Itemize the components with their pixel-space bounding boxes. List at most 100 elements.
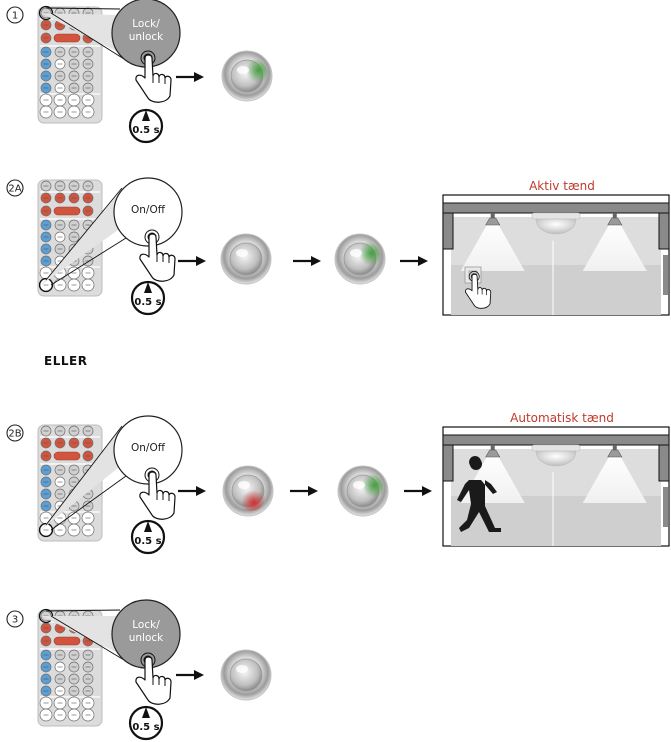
sensor-led-icon-3-0 — [220, 649, 272, 701]
sensor-highlight — [353, 481, 365, 489]
sensor-highlight — [350, 249, 362, 257]
step-marker-1: 1 — [6, 6, 24, 24]
ceiling-lamp-icon — [607, 217, 623, 226]
timer-icon-2a: 0.5 s — [130, 280, 166, 316]
sensor-highlight — [236, 665, 248, 673]
remote-control-icon-1 — [37, 5, 103, 124]
remote-button[interactable] — [53, 451, 81, 461]
step-marker-3: 3 — [6, 610, 24, 628]
hand-finger-lines — [152, 76, 166, 84]
callout-line — [45, 425, 123, 526]
hand-pointer-icon-2a — [139, 229, 176, 282]
remote-control-icon-2a — [37, 179, 103, 297]
sensor-led-red — [237, 483, 265, 511]
sensor-lens — [229, 242, 263, 276]
arrow-head — [194, 670, 204, 680]
remote-control-icon-3 — [37, 608, 103, 727]
timer-text: 0.5 s — [132, 722, 159, 733]
room-pillar-right — [658, 212, 670, 250]
sensor-lens — [229, 658, 263, 692]
callout-wedge — [41, 13, 116, 51]
hand-finger-lines — [152, 678, 166, 686]
hand-finger-lines — [477, 289, 487, 296]
button-label: Lock/ — [132, 619, 160, 631]
room-floor — [451, 264, 661, 315]
magnified-button-2a: On/Off — [41, 177, 183, 286]
sensor-highlight — [236, 249, 248, 257]
magnified-button-1: Lock/unlock — [41, 0, 181, 68]
timer-icon-3: 0.5 s — [128, 705, 164, 741]
step-marker-circle — [6, 610, 24, 628]
arrow-right-icon-2a-1 — [293, 256, 321, 266]
timer-text: 0.5 s — [134, 536, 161, 547]
arrow-head — [196, 256, 206, 266]
arrow-right-icon-2a-2 — [400, 256, 428, 266]
hand-pointer-icon-3 — [135, 652, 172, 705]
magnified-button-circle[interactable] — [113, 177, 183, 247]
room-ceiling — [442, 202, 670, 214]
room-scene-2a: Aktiv tænd — [442, 179, 670, 316]
walking-person-icon — [457, 456, 501, 532]
lamp-cord — [612, 213, 617, 219]
sensor-led-green — [239, 59, 267, 87]
room-ceiling — [442, 434, 670, 446]
timer-text: 0.5 s — [132, 125, 159, 136]
arrow-right-icon-3-0 — [176, 670, 204, 680]
sensor-highlight — [237, 66, 249, 74]
step-marker-circle — [6, 179, 24, 197]
remote-highlight-ring — [38, 277, 54, 293]
magnified-button-circle[interactable] — [113, 415, 183, 485]
room-title: Aktiv tænd — [529, 179, 595, 193]
callout-line — [45, 609, 121, 612]
callout-line — [50, 12, 125, 60]
timer-text: 0.5 s — [134, 297, 161, 308]
step-marker-text: 2B — [8, 429, 21, 440]
lamp-cord — [612, 445, 617, 451]
light-beam — [582, 457, 647, 503]
step-marker-2b: 2B — [6, 424, 24, 442]
arrow-right-icon-2b-2 — [404, 486, 432, 496]
step-marker-text: 2A — [8, 184, 21, 195]
remote-button[interactable] — [53, 636, 81, 646]
sensor-highlight — [238, 481, 250, 489]
ceiling-sensor-dome — [535, 450, 577, 467]
callout-line — [50, 615, 125, 661]
button-label: unlock — [129, 632, 164, 644]
room-pillar-left — [442, 444, 454, 482]
remote-highlight-ring — [38, 522, 54, 538]
arrow-right-icon-2b-0 — [178, 486, 206, 496]
magnified-button-3: Lock/unlock — [41, 599, 181, 669]
step-marker-2a: 2A — [6, 179, 24, 197]
sensor-mount — [531, 444, 581, 452]
arrow-head — [422, 486, 432, 496]
sensor-led-icon-1-0 — [221, 50, 273, 102]
light-beam — [582, 225, 647, 271]
step-marker-text: 1 — [12, 11, 18, 22]
ceiling-lamp-icon — [485, 217, 501, 226]
lamp-cord — [490, 213, 495, 219]
person-head — [470, 458, 482, 470]
remote-highlight-ring — [38, 5, 54, 21]
sensor-led-green — [352, 242, 380, 270]
arrow-head — [194, 72, 204, 82]
room-scene-2b: Automatisk tænd — [442, 411, 670, 547]
light-beam — [460, 225, 525, 271]
timer-icon-1: 0.5 s — [128, 108, 164, 144]
remote-button[interactable] — [53, 33, 81, 43]
button-label: unlock — [129, 31, 164, 43]
hand-finger-lines — [156, 493, 170, 501]
step-marker-circle — [6, 6, 24, 24]
timer-icon-2b: 0.5 s — [130, 519, 166, 555]
lamp-cord — [490, 445, 495, 451]
room-title: Automatisk tænd — [510, 411, 614, 425]
arrow-right-icon-2a-0 — [178, 256, 206, 266]
callout-line — [45, 187, 123, 281]
arrow-right-icon-2b-1 — [290, 486, 318, 496]
ceiling-sensor-dome — [535, 218, 577, 235]
timer-hand — [144, 282, 152, 293]
room-pillar-right — [658, 444, 670, 482]
sensor-led-icon-2a-1 — [334, 233, 386, 285]
sensor-led-icon-2a-0 — [220, 233, 272, 285]
arrow-head — [308, 486, 318, 496]
remote-button[interactable] — [53, 206, 81, 216]
